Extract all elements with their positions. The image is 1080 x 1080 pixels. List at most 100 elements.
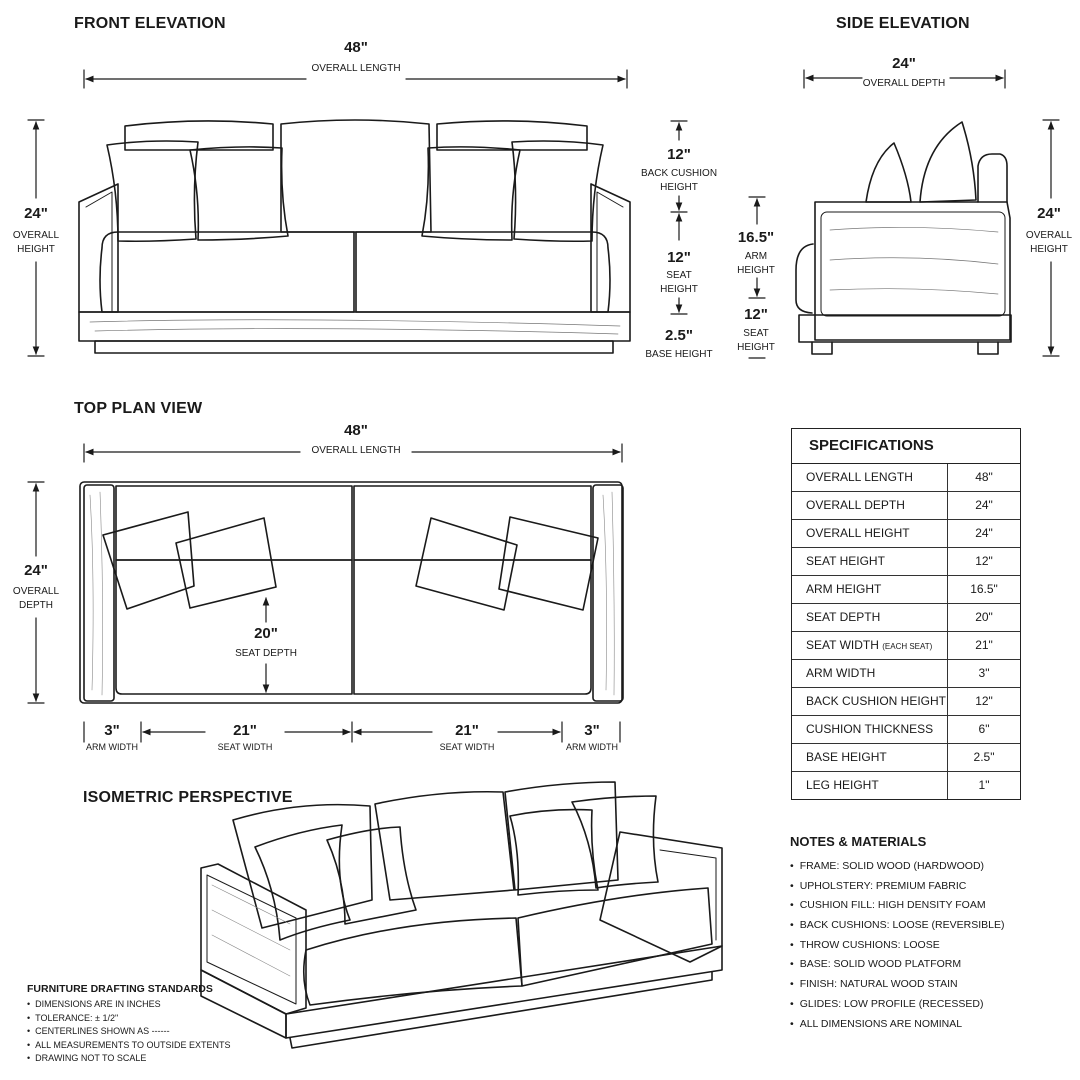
spec-label-text: OVERALL LENGTH bbox=[806, 470, 913, 484]
front-elevation-title: FRONT ELEVATION bbox=[74, 15, 226, 32]
spec-label: SEAT HEIGHT bbox=[792, 548, 948, 575]
arm-width-left-label: ARM WIDTH bbox=[86, 742, 138, 752]
side-seat-height-label-line2: HEIGHT bbox=[737, 341, 775, 353]
note-item: THROW CUSHIONS: LOOSE bbox=[790, 936, 1050, 956]
spec-row: SEAT DEPTH 20" bbox=[792, 604, 1020, 632]
side-arm-height-label: ARM HEIGHT bbox=[728, 250, 784, 277]
spec-label: CUSHION THICKNESS bbox=[792, 716, 948, 743]
spec-label: ARM HEIGHT bbox=[792, 576, 948, 603]
side-elevation-title: SIDE ELEVATION bbox=[836, 15, 970, 32]
note-item: GLIDES: LOW PROFILE (RECESSED) bbox=[790, 995, 1050, 1015]
spec-value: 2.5" bbox=[973, 750, 995, 764]
front-back-cushion-label-line1: BACK CUSHION bbox=[640, 168, 718, 179]
spec-label-text: BASE HEIGHT bbox=[806, 750, 887, 764]
standard-item: DRAWING NOT TO SCALE bbox=[27, 1052, 287, 1066]
side-height-label-line2: HEIGHT bbox=[1030, 243, 1068, 255]
arm-width-right-value: 3" bbox=[584, 722, 600, 739]
note-item: BACK CUSHIONS: LOOSE (REVERSIBLE) bbox=[790, 916, 1050, 936]
seat-width-right-value: 21" bbox=[455, 722, 479, 739]
top-depth-label-line1: OVERALL bbox=[12, 586, 60, 597]
side-arm-height-label-line1: ARM bbox=[744, 251, 768, 262]
top-depth-label: OVERALL DEPTH bbox=[4, 585, 68, 612]
spec-label: BACK CUSHION HEIGHT bbox=[792, 688, 948, 715]
note-item: CUSHION FILL: HIGH DENSITY FOAM bbox=[790, 896, 1050, 916]
notes-title: NOTES & MATERIALS bbox=[790, 834, 927, 849]
spec-label: OVERALL DEPTH bbox=[792, 492, 948, 519]
front-height-value: 24" bbox=[24, 205, 48, 222]
specifications-title: SPECIFICATIONS bbox=[792, 429, 1020, 464]
spec-row: CUSHION THICKNESS 6" bbox=[792, 716, 1020, 744]
dimension-lines bbox=[28, 70, 1059, 742]
front-seat-height-label-line2: HEIGHT bbox=[660, 283, 698, 295]
spec-row: ARM WIDTH 3" bbox=[792, 660, 1020, 688]
spec-label-text: SEAT HEIGHT bbox=[806, 554, 885, 568]
note-item: FRAME: SOLID WOOD (HARDWOOD) bbox=[790, 857, 1050, 877]
spec-label: OVERALL HEIGHT bbox=[792, 520, 948, 547]
note-item: BASE: SOLID WOOD PLATFORM bbox=[790, 955, 1050, 975]
isometric-title: ISOMETRIC PERSPECTIVE bbox=[83, 789, 293, 806]
spec-label-text: ARM HEIGHT bbox=[806, 582, 882, 596]
spec-value: 6" bbox=[978, 722, 990, 736]
spec-label-text: LEG HEIGHT bbox=[806, 778, 879, 792]
drafting-standards: FURNITURE DRAFTING STANDARDS DIMENSIONS … bbox=[27, 983, 287, 1066]
front-height-label: OVERALL HEIGHT bbox=[4, 229, 68, 256]
front-seat-height-label-line1: SEAT bbox=[666, 270, 692, 281]
front-back-cushion-label: BACK CUSHION HEIGHT bbox=[632, 167, 726, 194]
spec-label: OVERALL LENGTH bbox=[792, 464, 948, 491]
spec-value: 20" bbox=[975, 610, 993, 624]
note-item: FINISH: NATURAL WOOD STAIN bbox=[790, 975, 1050, 995]
spec-value: 21" bbox=[975, 638, 993, 652]
standards-list: DIMENSIONS ARE IN INCHESTOLERANCE: ± 1/2… bbox=[27, 998, 287, 1066]
front-back-cushion-value: 12" bbox=[667, 146, 691, 163]
spec-row: OVERALL HEIGHT 24" bbox=[792, 520, 1020, 548]
side-height-value: 24" bbox=[1037, 205, 1061, 222]
side-arm-height-value: 16.5" bbox=[737, 229, 775, 246]
side-height-label-line1: OVERALL bbox=[1025, 230, 1073, 241]
spec-label-note: (EACH SEAT) bbox=[882, 642, 933, 651]
spec-label-text: SEAT WIDTH bbox=[806, 638, 879, 652]
front-base-height-value: 2.5" bbox=[665, 327, 693, 344]
front-length-value: 48" bbox=[344, 39, 368, 56]
spec-value: 48" bbox=[975, 470, 993, 484]
arm-width-right-label: ARM WIDTH bbox=[566, 742, 618, 752]
spec-label: LEG HEIGHT bbox=[792, 772, 948, 799]
standard-item: TOLERANCE: ± 1/2" bbox=[27, 1012, 287, 1026]
notes-materials: NOTES & MATERIALS FRAME: SOLID WOOD (HAR… bbox=[790, 834, 1050, 1034]
front-base-height-label: BASE HEIGHT bbox=[645, 349, 713, 360]
standard-item: DIMENSIONS ARE IN INCHES bbox=[27, 998, 287, 1012]
spec-value: 24" bbox=[975, 526, 993, 540]
top-length-label: OVERALL LENGTH bbox=[311, 445, 401, 456]
spec-label: ARM WIDTH bbox=[792, 660, 948, 687]
spec-value: 3" bbox=[978, 666, 990, 680]
side-height-label: OVERALL HEIGHT bbox=[1020, 229, 1078, 256]
spec-label-text: OVERALL DEPTH bbox=[806, 498, 905, 512]
front-height-label-line2: HEIGHT bbox=[17, 243, 55, 255]
front-seat-height-label: SEAT HEIGHT bbox=[646, 269, 712, 296]
spec-row: BASE HEIGHT 2.5" bbox=[792, 744, 1020, 772]
front-length-label: OVERALL LENGTH bbox=[311, 63, 401, 74]
spec-label-text: BACK CUSHION HEIGHT bbox=[806, 694, 947, 708]
seat-depth-value: 20" bbox=[254, 625, 278, 642]
standards-title: FURNITURE DRAFTING STANDARDS bbox=[27, 983, 213, 995]
arm-width-left-value: 3" bbox=[104, 722, 120, 739]
spec-label: BASE HEIGHT bbox=[792, 744, 948, 771]
spec-label: SEAT WIDTH (EACH SEAT) bbox=[792, 632, 948, 659]
side-seat-height-label-line1: SEAT bbox=[743, 328, 769, 339]
side-arm-height-label-line2: HEIGHT bbox=[737, 264, 775, 276]
seat-width-left-value: 21" bbox=[233, 722, 257, 739]
seat-width-left-label: SEAT WIDTH bbox=[217, 742, 273, 752]
standard-item: CENTERLINES SHOWN AS ------ bbox=[27, 1025, 287, 1039]
spec-value: 24" bbox=[975, 498, 993, 512]
spec-row: LEG HEIGHT 1" bbox=[792, 772, 1020, 799]
note-item: ALL DIMENSIONS ARE NOMINAL bbox=[790, 1015, 1050, 1035]
side-elevation-drawing bbox=[796, 122, 1011, 354]
standard-item: ALL MEASUREMENTS TO OUTSIDE EXTENTS bbox=[27, 1039, 287, 1053]
spec-label-text: SEAT DEPTH bbox=[806, 610, 881, 624]
spec-value: 1" bbox=[978, 778, 990, 792]
spec-row: OVERALL DEPTH 24" bbox=[792, 492, 1020, 520]
spec-label-text: ARM WIDTH bbox=[806, 666, 876, 680]
top-depth-label-line2: DEPTH bbox=[19, 599, 53, 611]
spec-label-text: OVERALL HEIGHT bbox=[806, 526, 910, 540]
